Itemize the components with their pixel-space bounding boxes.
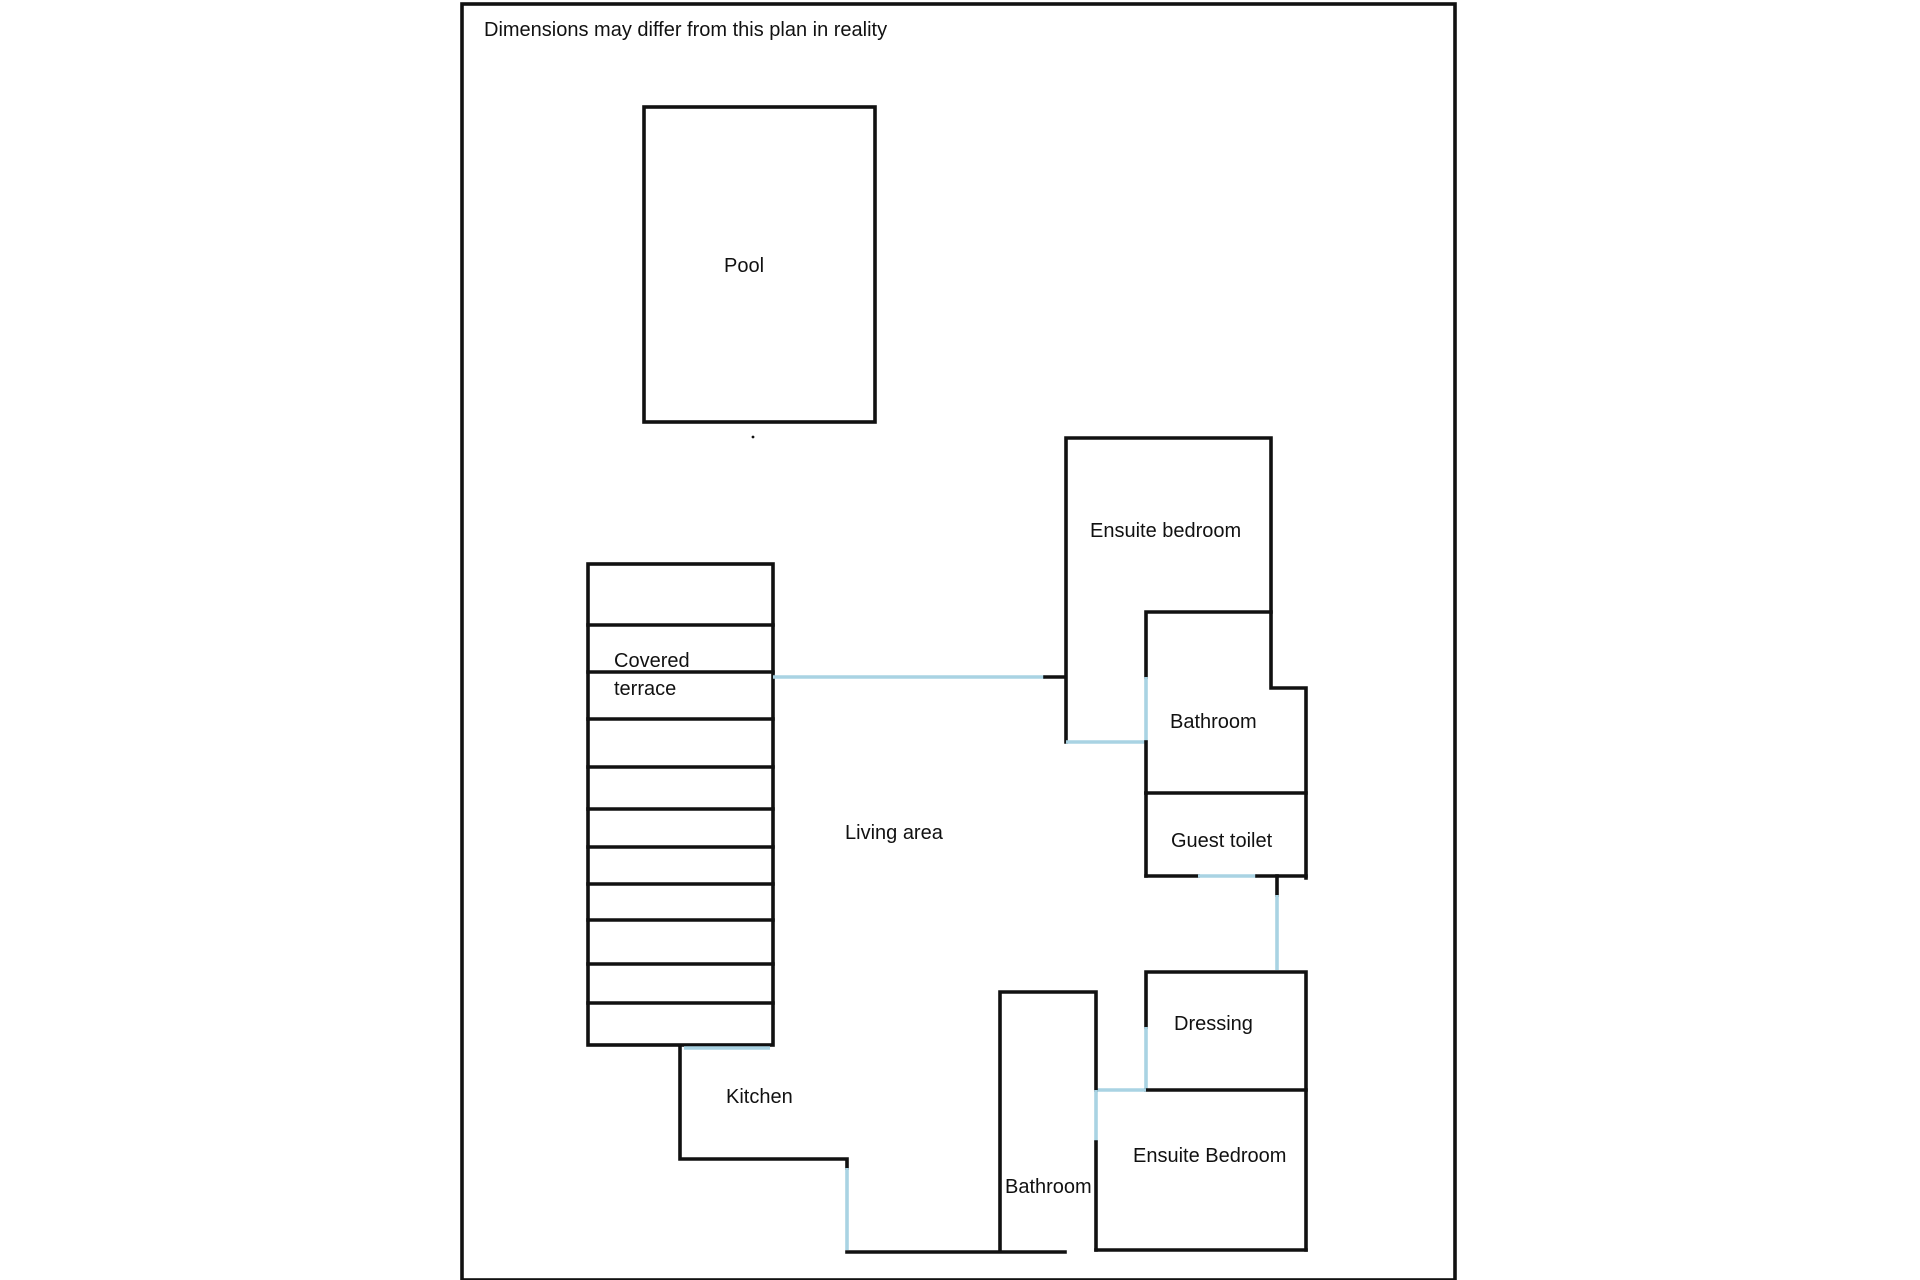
- bathroom-right-label: Bathroom: [1170, 711, 1257, 733]
- terrace-slats: [586, 623, 775, 1005]
- bathroom-bottom-walls: [998, 990, 1098, 1252]
- bathroom-right-walls: [1144, 610, 1273, 679]
- bathroom-bottom: Bathroom: [998, 990, 1098, 1252]
- kitchen-walls: [678, 1046, 849, 1170]
- kitchen: Kitchen: [678, 1046, 1067, 1254]
- disclaimer-note: Dimensions may differ from this plan in …: [484, 19, 887, 41]
- terrace-outline: [586, 562, 775, 1047]
- covered-terrace: Covered terrace: [586, 562, 775, 1047]
- dressing-walls: [1144, 970, 1308, 1252]
- terrace-label-line1: Covered: [614, 650, 690, 672]
- dressing-room: Dressing: [1144, 970, 1308, 1252]
- ensuite-bedroom-top: Ensuite bedroom: [1064, 436, 1308, 880]
- plan-frame: [460, 2, 1457, 1280]
- ensuite-bedroom-top-label: Ensuite bedroom: [1090, 520, 1241, 542]
- guest-toilet-label: Guest toilet: [1171, 830, 1273, 852]
- kitchen-label: Kitchen: [726, 1086, 793, 1108]
- ensuite-bedroom-bottom: Ensuite Bedroom: [1094, 1088, 1308, 1252]
- guest-toilet: Guest toilet: [1144, 791, 1308, 878]
- bathroom-bottom-label: Bathroom: [1005, 1176, 1092, 1198]
- pool-area: Pool: [642, 105, 877, 424]
- bathroom-right: Bathroom: [1144, 610, 1308, 795]
- ensuite-bedroom-top-walls: [1064, 436, 1308, 880]
- pool-mark: [751, 435, 755, 439]
- dressing-label: Dressing: [1174, 1013, 1253, 1035]
- pool-label: Pool: [724, 255, 764, 277]
- pool-outline: [642, 105, 877, 424]
- living-area-label: Living area: [845, 822, 944, 844]
- ensuite-bedroom-bottom-label: Ensuite Bedroom: [1133, 1145, 1286, 1167]
- terrace-label-line2: terrace: [614, 678, 676, 700]
